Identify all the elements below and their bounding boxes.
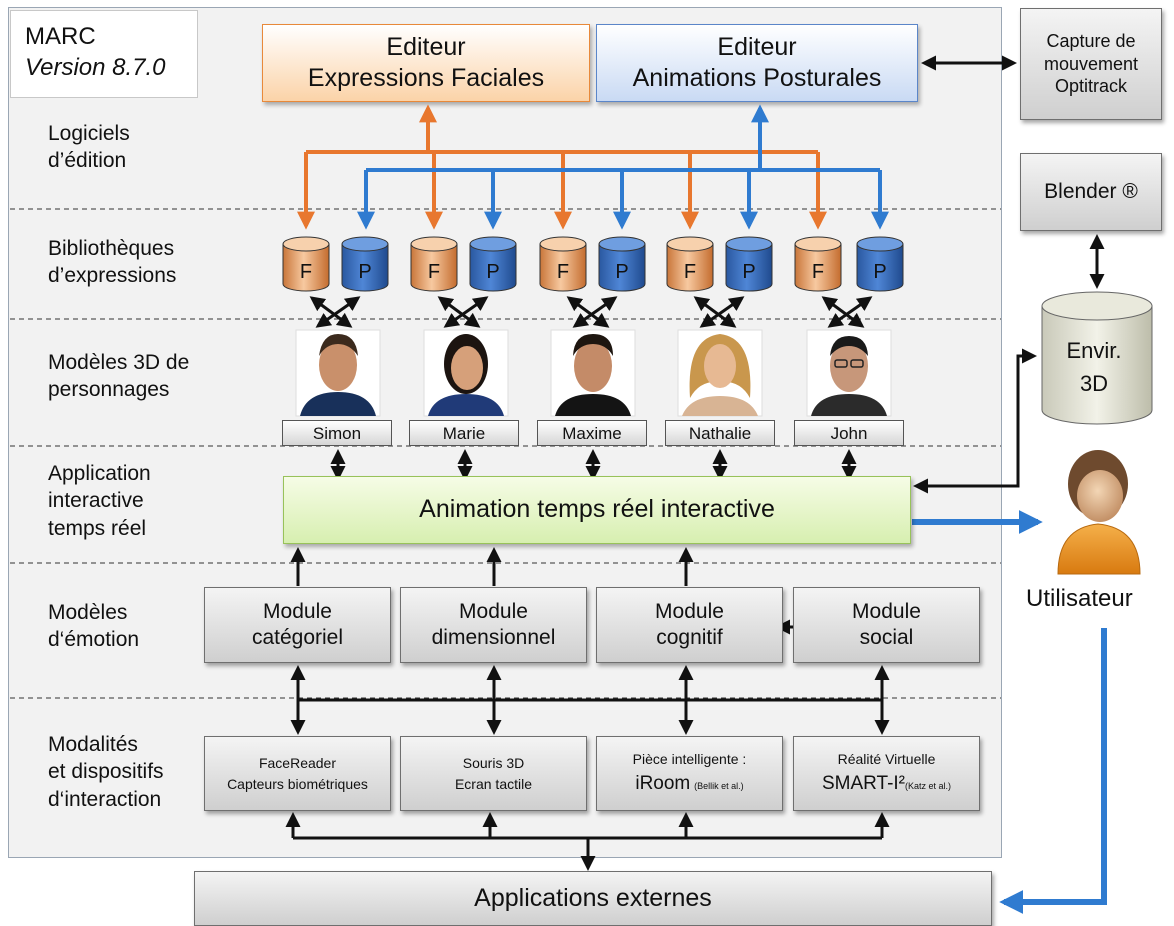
device-3d-mouse: Souris 3D Ecran tactile (400, 736, 587, 811)
blender-box: Blender ® (1020, 153, 1162, 231)
postural-library-label: P (486, 261, 500, 283)
device-facereader: FaceReader Capteurs biométriques (204, 736, 391, 811)
user-label: Utilisateur (1026, 585, 1133, 612)
postural-library-label: P (873, 261, 887, 283)
layer-label-models: Modèles 3D de personnages (48, 351, 190, 402)
environment-label: Envir. 3D (1066, 338, 1122, 396)
character-label-nathalie: Nathalie (665, 420, 775, 446)
motion-capture-box: Capture de mouvement Optitrack (1020, 8, 1162, 120)
layer-separators (10, 208, 1001, 699)
library-character-links (309, 296, 873, 328)
realtime-animation-box: Animation temps réel interactive (283, 476, 911, 544)
module-device-bus (290, 665, 890, 735)
layer-label-editing: Logiciels d’édition (48, 122, 130, 173)
title-box: MARC Version 8.7.0 (10, 10, 198, 98)
module-cognitive: Module cognitif (596, 587, 783, 663)
module-categorical: Module catégoriel (204, 587, 391, 663)
device-applications-bus (285, 812, 890, 871)
device-virtual-reality: Réalité Virtuelle SMART-I²(Katz et al.) (793, 736, 980, 811)
character-label-simon: Simon (282, 420, 392, 446)
device-smart-room: Pièce intelligente : iRoom (Bellik et al… (596, 736, 783, 811)
facial-library-label: F (427, 261, 441, 283)
character-label-marie: Marie (409, 420, 519, 446)
character-portraits (295, 329, 892, 417)
character-label-john: John (794, 420, 904, 446)
postural-library-label: P (742, 261, 756, 283)
environment-cylinder (1041, 291, 1153, 425)
app-version: Version 8.7.0 (25, 54, 166, 82)
environment-animation-link (913, 348, 1037, 494)
postural-library-links (357, 104, 889, 230)
layer-label-devices: Modalités et dispositifs d‘interaction (48, 733, 164, 811)
facial-library-label: F (811, 261, 825, 283)
user-icon (1057, 450, 1141, 575)
facial-expression-editor: Editeur Expressions Faciales (262, 24, 590, 102)
facial-library-label: F (299, 261, 313, 283)
facial-library-links (297, 104, 827, 230)
postural-library-label: P (358, 261, 372, 283)
module-dimensional: Module dimensionnel (400, 587, 587, 663)
layer-label-application: Application interactive temps réel (48, 462, 151, 540)
postural-animation-editor: Editeur Animations Posturales (596, 24, 918, 102)
user-applications-link (999, 628, 1107, 914)
module-social: Module social (793, 587, 980, 663)
external-applications-box: Applications externes (194, 871, 992, 926)
layer-label-emotion: Modèles d‘émotion (48, 601, 140, 652)
facial-library-label: F (683, 261, 697, 283)
layer-label-libraries: Bibliothèques d’expressions (48, 237, 177, 288)
library-cylinders (282, 236, 904, 292)
postural-library-label: P (615, 261, 629, 283)
facial-library-label: F (556, 261, 570, 283)
character-label-maxime: Maxime (537, 420, 647, 446)
app-name: MARC (25, 23, 96, 50)
character-animation-links (330, 449, 857, 481)
